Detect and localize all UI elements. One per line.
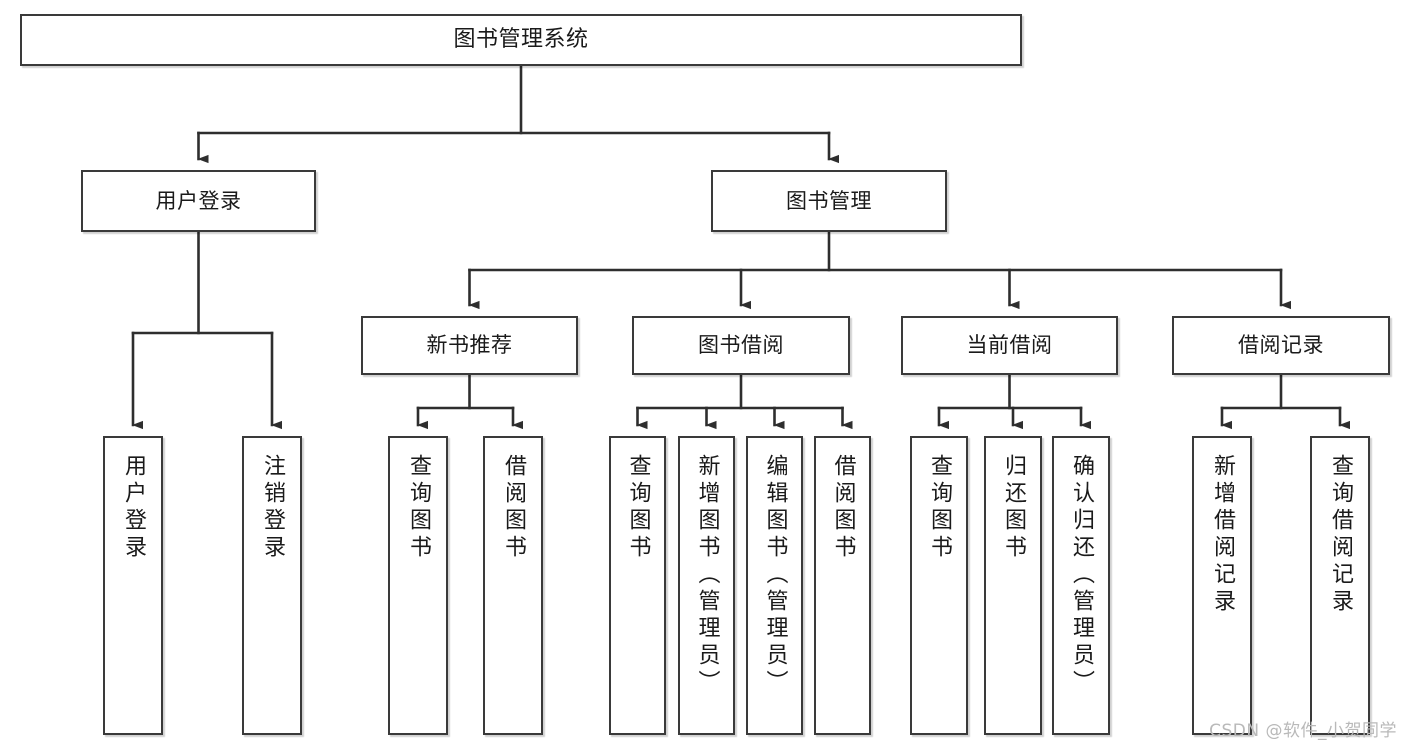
node-current-borrow[interactable]: 当前借阅 <box>901 316 1118 375</box>
node-new-book-recommend[interactable]: 新书推荐 <box>361 316 578 375</box>
leaf-add-borrow-record[interactable]: 新增借阅记录 <box>1192 436 1252 735</box>
leaf-query-book-label: 查询图书 <box>625 454 651 562</box>
leaf-query-book-recommend-label: 查询图书 <box>406 454 431 562</box>
leaf-edit-book-admin[interactable]: 编辑图书（管理员） <box>746 436 803 735</box>
node-borrow-record-label: 借阅记录 <box>1238 333 1324 358</box>
node-new-book-recommend-label: 新书推荐 <box>426 333 513 358</box>
leaf-add-borrow-record-label: 新增借阅记录 <box>1210 454 1235 616</box>
node-current-borrow-label: 当前借阅 <box>966 333 1053 358</box>
node-book-borrow[interactable]: 图书借阅 <box>632 316 850 375</box>
leaf-return-book[interactable]: 归还图书 <box>984 436 1042 735</box>
leaf-logout-label: 注销登录 <box>260 454 285 562</box>
leaf-query-book-recommend[interactable]: 查询图书 <box>388 436 448 735</box>
node-book-management[interactable]: 图书管理 <box>711 170 947 232</box>
node-root[interactable]: 图书管理系统 <box>20 14 1022 66</box>
node-user-login-label: 用户登录 <box>155 188 242 213</box>
leaf-query-borrow-record-label: 查询借阅记录 <box>1328 454 1353 616</box>
node-book-borrow-label: 图书借阅 <box>698 333 784 358</box>
leaf-borrow-book-label: 借阅图书 <box>830 454 856 562</box>
leaf-borrow-book-recommend-label: 借阅图书 <box>501 454 526 562</box>
leaf-logout[interactable]: 注销登录 <box>242 436 302 735</box>
leaf-user-login[interactable]: 用户登录 <box>103 436 163 735</box>
node-borrow-record[interactable]: 借阅记录 <box>1172 316 1390 375</box>
leaf-borrow-book[interactable]: 借阅图书 <box>814 436 871 735</box>
leaf-return-book-label: 归还图书 <box>1001 454 1026 562</box>
leaf-add-book-admin[interactable]: 新增图书（管理员） <box>678 436 735 735</box>
leaf-confirm-return-admin[interactable]: 确认归还（管理员） <box>1052 436 1110 735</box>
leaf-query-book-current[interactable]: 查询图书 <box>910 436 968 735</box>
node-root-label: 图书管理系统 <box>453 27 589 53</box>
leaf-borrow-book-recommend[interactable]: 借阅图书 <box>483 436 543 735</box>
leaf-query-borrow-record[interactable]: 查询借阅记录 <box>1310 436 1370 735</box>
leaf-confirm-return-admin-label: 确认归还（管理员） <box>1069 454 1094 697</box>
leaf-query-book-current-label: 查询图书 <box>927 454 952 562</box>
leaf-user-login-label: 用户登录 <box>121 454 146 562</box>
node-user-login[interactable]: 用户登录 <box>81 170 316 232</box>
leaf-add-book-admin-label: 新增图书（管理员） <box>694 454 720 697</box>
leaf-query-book[interactable]: 查询图书 <box>609 436 666 735</box>
node-book-management-label: 图书管理 <box>786 188 872 213</box>
connector-lines <box>131 64 1350 430</box>
leaf-edit-book-admin-label: 编辑图书（管理员） <box>762 454 788 697</box>
